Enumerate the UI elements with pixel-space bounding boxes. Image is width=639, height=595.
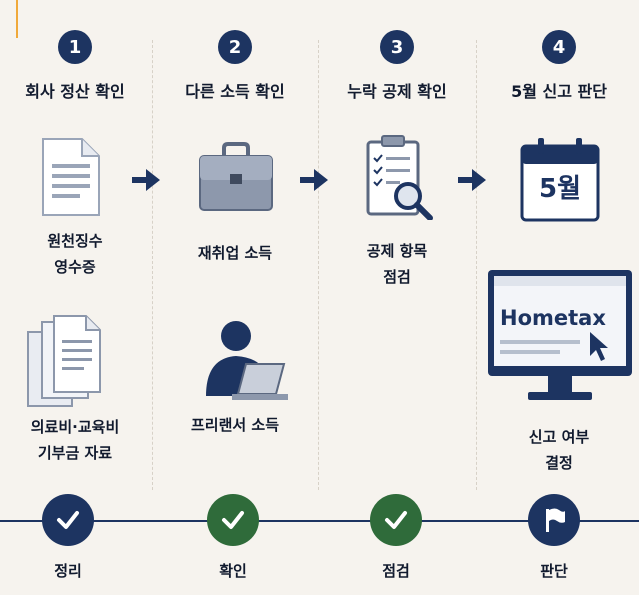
calendar-month-text: 5월 [538,174,581,204]
check-icon [385,511,407,529]
step-title: 회사 정산 확인 [25,82,125,101]
step-number-badge: 3 [380,30,414,64]
hometax-logo-text: Hometax [500,306,606,330]
step-title: 다른 소득 확인 [185,82,285,101]
step-column-3: 3 누락 공제 확인 공제 항목 점검 [322,30,472,490]
item-label: 공제 항목 점검 [366,242,428,286]
corner-accent [16,0,18,38]
column-divider [152,40,153,490]
timeline-node-1 [42,494,94,546]
timeline-label: 판단 [540,562,568,580]
step-number-badge: 1 [58,30,92,64]
arrow-right-icon [300,169,328,191]
check-icon [222,511,244,529]
arrow-right-icon [132,169,160,191]
step-title: 5월 신고 판단 [511,82,607,101]
timeline-line [0,520,639,522]
timeline-node-4 [528,494,580,546]
flag-icon [546,508,565,532]
timeline-label: 확인 [219,562,247,580]
timeline-label: 점검 [382,562,410,580]
monitor-icon: Hometax [486,268,634,406]
timeline-label: 정리 [54,562,82,580]
step-column-4: 4 5월 신고 판단 5월 Hometax 신고 여부 결정 [484,30,634,490]
column-divider [318,40,319,490]
item-label: 신고 여부 결정 [528,428,590,472]
document-icon [42,138,100,216]
calendar-icon: 5월 [520,138,600,222]
step-number-badge: 4 [542,30,576,64]
item-label: 재취업 소득 [197,244,273,262]
item-label: 의료비·교육비 기부금 자료 [30,418,120,462]
timeline-node-2 [207,494,259,546]
step-number-badge: 2 [218,30,252,64]
briefcase-icon [199,142,273,211]
item-label: 원천징수 영수증 [47,232,103,276]
check-icon [57,511,79,529]
item-label: 프리랜서 소득 [190,416,280,434]
freelancer-laptop-icon [206,321,288,400]
timeline-node-3 [370,494,422,546]
step-title: 누락 공제 확인 [347,82,447,101]
step-column-2: 2 다른 소득 확인 재취업 소득 프리랜서 소득 [160,30,310,490]
arrow-right-icon [458,169,486,191]
documents-stack-icon [27,315,101,407]
clipboard-search-icon [366,135,433,220]
step-column-1: 1 회사 정산 확인 원천징수 영수증 의료비·교육비 기부금 자료 [0,30,150,490]
column-divider [476,40,477,490]
